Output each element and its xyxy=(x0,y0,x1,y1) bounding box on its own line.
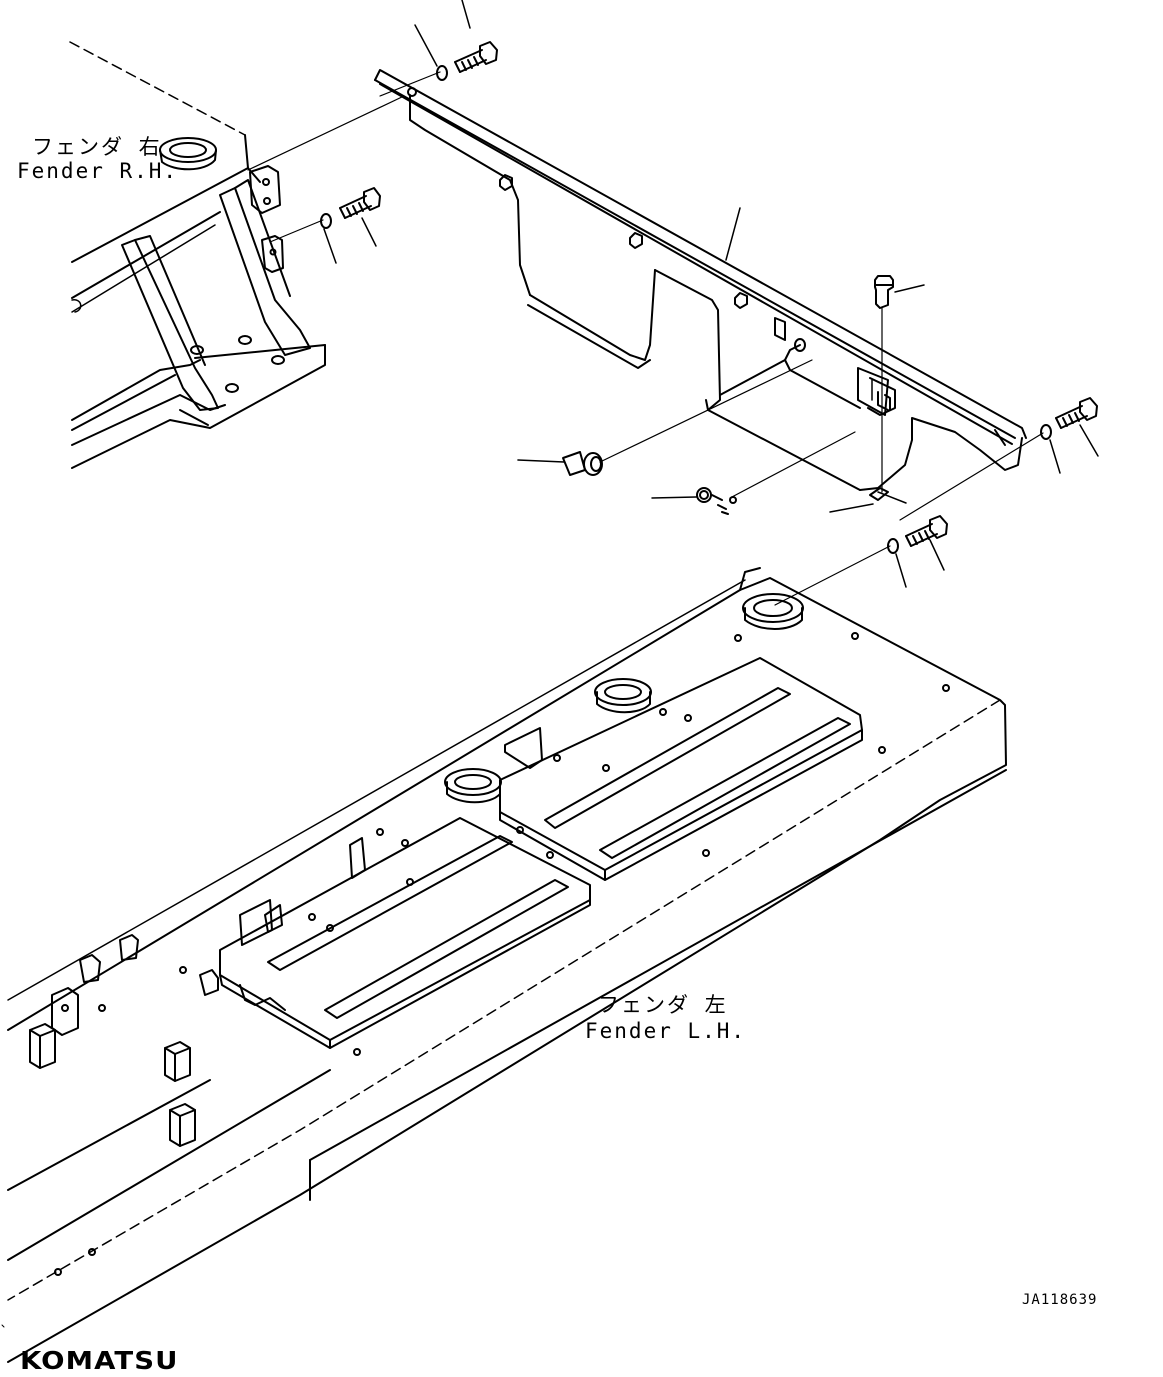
bolt-lh xyxy=(905,515,948,547)
corner-mark xyxy=(1,1324,5,1328)
fender-rh-label-en: Fender R.H. xyxy=(17,159,179,183)
washer-lh xyxy=(887,538,899,554)
rubber-stopper xyxy=(562,451,603,476)
komatsu-logo: KOMATSU xyxy=(20,1346,179,1375)
guard-cover xyxy=(374,69,1027,491)
bolt-right xyxy=(1055,397,1098,429)
fender-lh-label-jp: フェンダ 左 xyxy=(598,993,728,1017)
washer-right xyxy=(1040,424,1052,440)
fender-lh-frame xyxy=(7,567,1007,1363)
pin-hole-tab xyxy=(869,487,889,501)
bolt-rh xyxy=(339,187,381,219)
clip-nut xyxy=(696,487,737,515)
drawing-code: JA118639 xyxy=(1022,1292,1098,1308)
bolt-top xyxy=(454,41,498,73)
fender-lh-label-en: Fender L.H. xyxy=(585,1019,747,1043)
fender-rh-frame xyxy=(69,41,326,469)
washer-rh xyxy=(320,213,332,229)
pin xyxy=(874,275,894,309)
fender-rh-label-jp: フェンダ 右 xyxy=(32,135,162,159)
leader-lines xyxy=(323,0,1099,588)
assembly-lines xyxy=(247,71,1044,606)
